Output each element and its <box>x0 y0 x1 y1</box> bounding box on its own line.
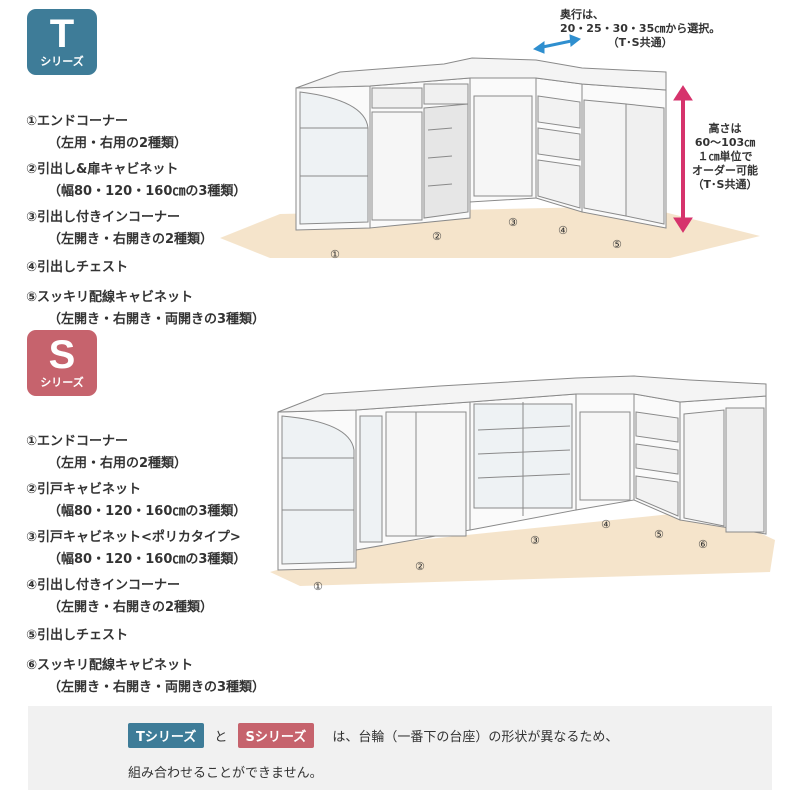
t-item-title: ②引出し&扉キャビネット <box>26 162 179 177</box>
s-series-item: ⑥スッキリ配線キャビネット （左開き・右開き・両開きの3種類） <box>26 654 265 695</box>
footer-joiner: と <box>214 730 228 745</box>
t-label-3: ③ <box>508 216 518 229</box>
t-item-title: ⑤スッキリ配線キャビネット <box>26 290 194 305</box>
t-series-item: ②引出し&扉キャビネット （幅80・120・160㎝の3種類） <box>26 158 246 199</box>
s-label-1: ① <box>313 580 323 593</box>
t-series-item: ③引出し付きインコーナー （左開き・右開きの2種類） <box>26 206 213 247</box>
s-item-sub: （左開き・右開きの2種類） <box>48 600 214 615</box>
t-label-5: ⑤ <box>612 238 622 251</box>
t-label-1: ① <box>330 248 340 261</box>
s-series-furniture-diagram: ① ② ③ ④ ⑤ ⑥ <box>270 375 775 593</box>
t-series-item: ④引出しチェスト <box>26 256 128 275</box>
footer-note: Tシリーズ と Sシリーズ は、台輪（一番下の台座）の形状が異なるため、 組み合… <box>28 706 772 790</box>
t-series-furniture-diagram: ① ② ③ ④ ⑤ <box>220 34 760 261</box>
s-end-corner-curve <box>281 415 355 565</box>
s-item-title: ⑤引出しチェスト <box>26 628 129 643</box>
s-series-item: ④引出し付きインコーナー （左開き・右開きの2種類） <box>26 574 213 615</box>
s-series-item: ③引戸キャビネット<ポリカタイプ> （幅80・120・160㎝の3種類） <box>26 526 246 567</box>
footer-line-2: 組み合わせることができません。 <box>128 766 323 781</box>
s-label-4: ④ <box>601 518 611 531</box>
s-item-sub: （幅80・120・160㎝の3種類） <box>48 504 247 519</box>
s-item-title: ③引戸キャビネット<ポリカタイプ> <box>26 530 241 545</box>
depth-note-line: 奥行は、 <box>560 8 604 21</box>
t-series-item: ⑤スッキリ配線キャビネット （左開き・右開き・両開きの3種類） <box>26 286 265 327</box>
t-series-item: ①エンドコーナー （左用・右用の2種類） <box>26 110 187 151</box>
depth-note-line: 20・25・30・35㎝から選択。 <box>560 22 721 35</box>
s-series-badge: S シリーズ <box>27 330 97 396</box>
t-series-badge-label: シリーズ <box>40 55 84 68</box>
t-item-title: ③引出し付きインコーナー <box>26 210 181 225</box>
height-note-line: 60〜103㎝ <box>694 136 756 149</box>
height-note-line: オーダー可能 <box>692 164 758 177</box>
t-item-title: ①エンドコーナー <box>26 114 129 129</box>
t-depth-arrow <box>532 34 581 54</box>
s-series-item: ②引戸キャビネット （幅80・120・160㎝の3種類） <box>26 478 246 519</box>
s-item-sub: （左開き・右開き・両開きの3種類） <box>48 680 266 695</box>
height-note-line: 高さは <box>708 122 742 135</box>
s-label-2: ② <box>415 560 425 573</box>
t-item-sub: （左用・右用の2種類） <box>48 136 188 151</box>
height-note-line: （T･S共通） <box>692 178 758 191</box>
footer-text-1: は、台輪（一番下の台座）の形状が異なるため、 <box>332 730 619 745</box>
s-label-6: ⑥ <box>698 538 708 551</box>
s-top-surface <box>277 375 767 413</box>
s-label-3: ③ <box>530 534 540 547</box>
s-series-badge-letter: S <box>48 333 76 377</box>
s-item-title: ②引戸キャビネット <box>26 482 142 497</box>
t-item-sub: （幅80・120・160㎝の3種類） <box>48 184 247 199</box>
t-item-sub: （左開き・右開きの2種類） <box>48 232 214 247</box>
depth-note-line: （T･S共通） <box>607 36 673 49</box>
t-series-tag: Tシリーズ <box>128 723 205 748</box>
s-floor <box>270 510 775 586</box>
s-series-tag: Sシリーズ <box>237 723 315 748</box>
footer-line-1: Tシリーズ と Sシリーズ は、台輪（一番下の台座）の形状が異なるため、 <box>128 723 618 748</box>
t-label-2: ② <box>432 230 442 243</box>
t-item-sub: （左開き・右開き・両開きの3種類） <box>48 312 266 327</box>
t-label-4: ④ <box>558 224 568 237</box>
s-label-5: ⑤ <box>654 528 664 541</box>
t-top-surface <box>295 57 667 91</box>
s-item-sub: （幅80・120・160㎝の3種類） <box>48 552 247 567</box>
t-series-badge-letter: T <box>49 12 75 56</box>
s-series-badge-label: シリーズ <box>40 376 84 389</box>
height-note-line: １㎝単位で <box>697 150 753 163</box>
s-item-title: ①エンドコーナー <box>26 434 129 449</box>
s-item-title: ④引出し付きインコーナー <box>26 578 181 593</box>
t-series-badge: T シリーズ <box>27 9 97 75</box>
s-series-item: ①エンドコーナー （左用・右用の2種類） <box>26 430 187 471</box>
t-depth-note: 奥行は、 20・25・30・35㎝から選択。 （T･S共通） <box>560 8 720 50</box>
s-item-title: ⑥スッキリ配線キャビネット <box>26 658 194 673</box>
t-height-note: 高さは 60〜103㎝ １㎝単位で オーダー可能 （T･S共通） <box>692 122 758 192</box>
t-height-arrow <box>673 85 693 233</box>
t-end-corner-curve <box>299 91 369 225</box>
t-item-title: ④引出しチェスト <box>26 260 129 275</box>
s-item-sub: （左用・右用の2種類） <box>48 456 188 471</box>
s-series-item: ⑤引出しチェスト <box>26 624 128 643</box>
